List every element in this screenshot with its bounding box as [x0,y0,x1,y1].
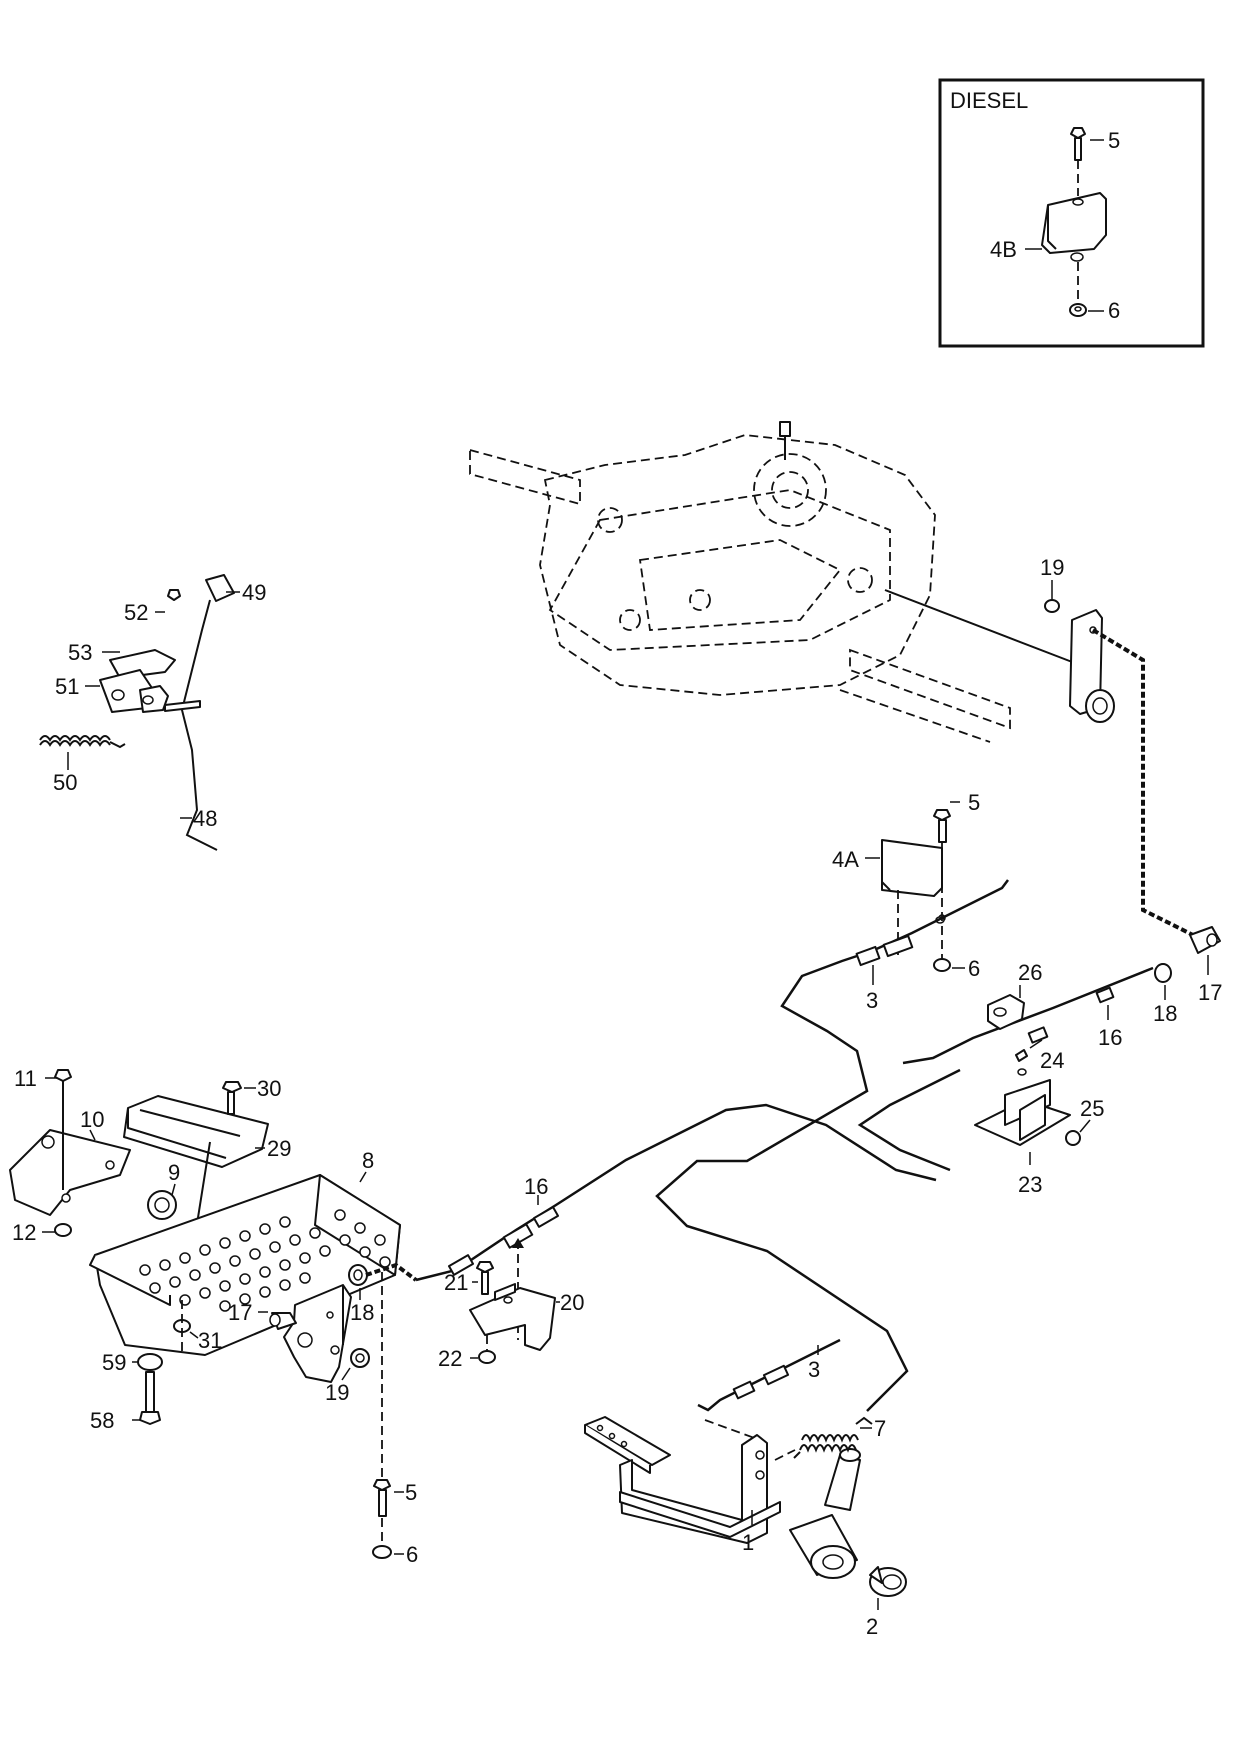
cable-clamp-20 [469,1283,556,1351]
label-6-bracket: 6 [968,956,980,981]
footplate-8 [89,1174,401,1356]
label-5-bracket: 5 [968,790,980,815]
inset-bolt [1070,127,1086,161]
label-17-right: 17 [1198,980,1222,1005]
label-29: 29 [267,1136,291,1161]
bracket-10 [9,1129,131,1216]
label-4a: 4A [832,847,859,872]
inset-nut [1069,303,1087,317]
label-25: 25 [1080,1096,1104,1121]
label-24: 24 [1040,1048,1064,1073]
label-53: 53 [68,640,92,665]
label-59: 59 [102,1350,126,1375]
footplate-holes [139,1209,391,1312]
bolt-21 [476,1261,494,1295]
label-6-lower: 6 [406,1542,418,1567]
label-8: 8 [362,1148,374,1173]
label-1: 1 [742,1530,754,1555]
bushing-9 [147,1190,177,1220]
cap-2 [869,1566,907,1597]
bolt-59-58 [137,1353,163,1425]
spring-7 [793,1416,873,1459]
label-16-right: 16 [1098,1025,1122,1050]
label-2: 2 [866,1614,878,1639]
label-4b: 4B [990,237,1017,262]
label-9: 9 [168,1160,180,1185]
label-16-left: 16 [524,1174,548,1199]
label-52: 52 [124,600,148,625]
label-49: 49 [242,580,266,605]
label-51: 51 [55,674,79,699]
inset-title: DIESEL [950,88,1028,113]
cable-bracket-4a [881,809,951,924]
cable-16-left [415,1103,937,1282]
pad-29 [123,1095,269,1168]
control-arm [884,580,1115,723]
inset-bracket-4b [1041,192,1107,262]
label-18-right: 18 [1153,1001,1177,1026]
label-3-lower: 3 [808,1357,820,1382]
label-12: 12 [12,1220,36,1245]
label-58: 58 [90,1408,114,1433]
cable-3 [655,879,1009,1412]
label-5-lower: 5 [405,1480,417,1505]
label-30: 30 [257,1076,281,1101]
label-20: 20 [560,1290,584,1315]
diesel-inset: DIESEL 5 4B 6 [938,78,1205,348]
bolt-5-lower [373,1479,391,1517]
label-50: 50 [53,770,77,795]
label-5-inset: 5 [1108,128,1120,153]
label-11: 11 [14,1066,37,1091]
lift-rod-assembly [39,574,235,851]
label-48: 48 [193,806,217,831]
cable-bracket-23 [974,1068,1071,1146]
label-3-upper: 3 [866,988,878,1013]
bolt-30 [222,1081,242,1115]
bolt-11 [54,1069,72,1190]
label-6-inset: 6 [1108,298,1120,323]
label-26: 26 [1018,960,1042,985]
label-19-lower: 19 [325,1380,349,1405]
label-21: 21 [444,1270,468,1295]
label-31: 31 [198,1328,222,1353]
cable-16-right [857,966,1154,1172]
lever-bracket [283,1284,352,1383]
label-17-left: 17 [228,1300,252,1325]
label-7: 7 [874,1416,886,1441]
label-19-top: 19 [1040,555,1064,580]
transaxle-phantom [469,421,1011,743]
label-23: 23 [1018,1172,1042,1197]
cable-clip-26 [987,994,1025,1030]
label-18-left: 18 [350,1300,374,1325]
brake-pedal-1 [584,1416,861,1579]
label-22: 22 [438,1346,462,1371]
rod-end-17-left [269,1312,297,1330]
cable-3-lower-end [697,1338,841,1412]
label-10: 10 [80,1107,104,1132]
rod-end-17 [1189,926,1221,954]
